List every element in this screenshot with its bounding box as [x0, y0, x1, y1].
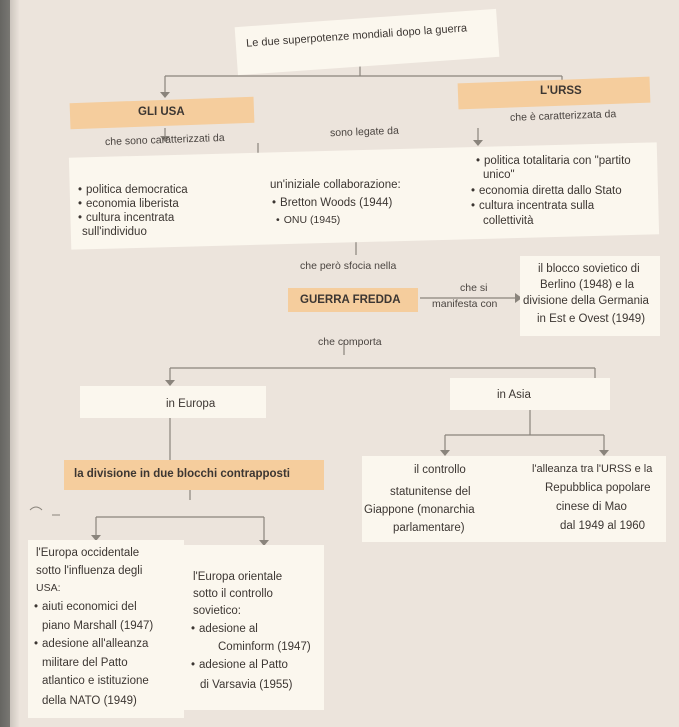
cold-war-label: GUERRA FREDDA: [300, 294, 401, 306]
europe-label: in Europa: [166, 398, 216, 410]
cold-war-box: [288, 288, 418, 312]
asia-box: [450, 378, 610, 410]
west-europe-text: sotto l'influenza degli: [36, 565, 143, 577]
us-control-box: [362, 456, 528, 542]
west-europe-box: [28, 540, 184, 718]
urss-trait: collettività: [483, 215, 534, 227]
east-europe-text: di Varsavia (1955): [200, 679, 293, 691]
usa-trait: economia liberista: [78, 197, 179, 211]
sino-alliance-text: l'alleanza tra l'URSS e la: [532, 463, 653, 475]
manifest-link-label: che si: [460, 282, 488, 294]
blockade-text: il blocco sovietico di: [538, 263, 640, 275]
us-control-text: il controllo: [414, 464, 466, 476]
east-europe-text: sovietico:: [193, 605, 241, 617]
usa-trait: politica democratica: [78, 183, 188, 197]
west-europe-text: aiuti economici del: [34, 600, 137, 614]
west-europe-text: piano Marshall (1947): [42, 620, 154, 632]
west-europe-text: adesione all'alleanza: [34, 637, 148, 651]
blockade-text: divisione della Germania: [523, 295, 649, 307]
west-europe-text: l'Europa occidentale: [36, 547, 140, 559]
east-europe-text: adesione al Patto: [191, 658, 288, 672]
implies-label: che comporta: [318, 336, 382, 348]
east-europe-text: l'Europa orientale: [193, 571, 283, 583]
blockade-text: Berlino (1948) e la: [540, 279, 634, 291]
east-europe-text: Cominform (1947): [218, 641, 311, 653]
urss-trait: economia diretta dallo Stato: [471, 184, 622, 198]
usa-label: GLI USA: [138, 106, 185, 118]
collaboration-item: Bretton Woods (1944): [272, 196, 392, 210]
leads-to-label: che però sfocia nella: [300, 260, 397, 272]
us-control-text: parlamentare): [393, 522, 465, 534]
usa-trait: cultura incentrata: [78, 211, 174, 225]
west-europe-text: atlantico e istituzione: [42, 675, 149, 687]
us-control-text: statunitense del: [390, 486, 471, 498]
urss-trait: politica totalitaria con "partito: [476, 154, 631, 168]
asia-label: in Asia: [497, 389, 531, 401]
urss-label: L'URSS: [540, 85, 582, 97]
urss-trait: unico": [483, 169, 515, 181]
sino-alliance-text: Repubblica popolare: [545, 482, 651, 494]
shared-link-label: sono legate da: [329, 124, 400, 140]
usa-trait: sull'individuo: [82, 226, 147, 238]
blockade-box: [520, 256, 660, 336]
west-europe-text: USA:: [36, 582, 61, 594]
west-europe-text: della NATO (1949): [42, 695, 137, 707]
us-control-text: Giappone (monarchia: [364, 504, 475, 516]
division-box: [64, 460, 324, 490]
collaboration-item: ONU (1945): [276, 214, 341, 227]
west-europe-text: militare del Patto: [42, 657, 128, 669]
east-europe-text: sotto il controllo: [193, 588, 273, 600]
sino-alliance-box: [528, 456, 666, 542]
division-label: la divisione in due blocchi contrapposti: [74, 468, 290, 480]
manifest-link-label: manifesta con: [432, 298, 498, 310]
east-europe-text: adesione al: [191, 622, 258, 636]
blockade-text: in Est e Ovest (1949): [537, 313, 646, 325]
page-gutter-shadow: [0, 0, 20, 727]
urss-trait: cultura incentrata sulla: [471, 199, 594, 213]
europe-box: [80, 386, 266, 418]
collaboration-heading: un'iniziale collaborazione:: [270, 179, 401, 191]
sino-alliance-text: cinese di Mao: [556, 501, 627, 513]
sino-alliance-text: dal 1949 al 1960: [560, 520, 646, 532]
